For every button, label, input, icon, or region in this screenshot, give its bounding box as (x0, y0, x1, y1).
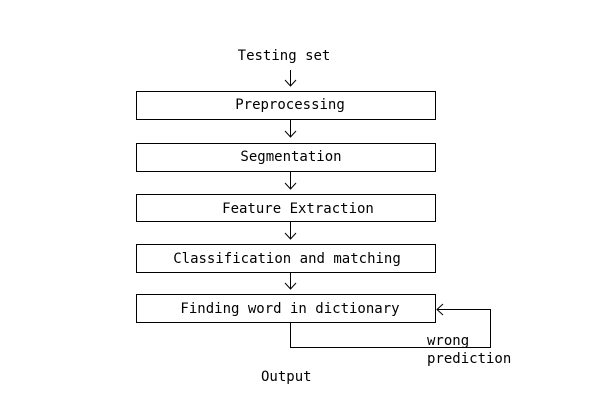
arrow-classification-to-finding (284, 273, 297, 290)
output-label: Output (261, 369, 312, 385)
input-label: Testing set (237, 48, 331, 64)
box-feature-extraction (136, 194, 436, 222)
box-preprocessing (136, 91, 436, 120)
arrow-preprocessing-to-segmentation (284, 120, 297, 138)
box-classification (136, 244, 436, 273)
box-finding-word (136, 294, 436, 323)
feedback-label-wrong: wrong (427, 333, 470, 349)
step-label-segmentation: Segmentation (240, 149, 342, 165)
step-label-feature-extraction: Feature Extraction (222, 201, 374, 217)
step-label-preprocessing: Preprocessing (235, 97, 345, 113)
feedback-label-prediction: prediction (427, 351, 512, 367)
arrow-feature-to-classification (284, 222, 297, 240)
arrow-segmentation-to-feature (284, 172, 297, 190)
feedback-loop-arrow (290, 303, 491, 348)
step-label-finding-word: Finding word in dictionary (180, 301, 400, 317)
step-label-classification: Classification and matching (173, 251, 401, 267)
arrow-input-to-preprocessing (284, 70, 297, 87)
box-segmentation (136, 143, 436, 172)
